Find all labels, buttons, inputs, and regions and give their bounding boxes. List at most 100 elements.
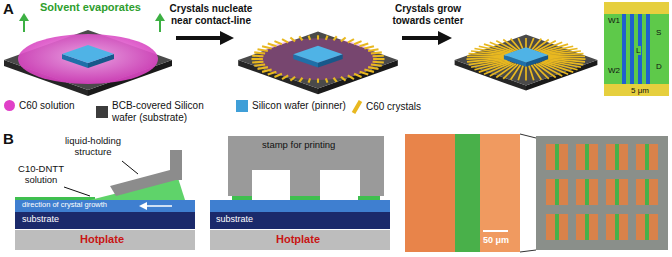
part-label: C10-DNTT solution [12,164,70,186]
device-pad [606,144,628,170]
substrate-top [4,30,172,90]
crystal-rod [309,36,311,40]
legend-entry: C60 solution [4,100,75,112]
device-pad [576,144,598,170]
legend-text: C60 crystals [366,101,421,113]
crystal-rod [467,58,506,62]
crystal-rod [299,78,302,82]
crystal-rod [252,58,263,60]
crystal-rod [360,72,369,75]
crystal-rod [326,78,328,82]
panel-letter: B [3,130,14,147]
layer-label: substrate [22,214,59,224]
legend-text: BCB-covered Silicon wafer (substrate) [112,100,230,123]
dimension-label: W2 [607,66,621,75]
scale-label: 5 μm [630,86,650,95]
step-three [455,35,598,91]
crystal-rod [373,61,384,64]
crystal-rod [348,39,354,43]
layer-label: Hotplate [80,233,124,246]
crystal-rod [326,36,328,40]
crystal-rod [252,61,263,64]
crystal-rod [282,39,288,43]
printed-micrograph [405,134,520,252]
crystal-rod [354,41,361,44]
pinner-top [62,45,114,63]
crystal-rod [354,74,361,77]
crystal-rod [546,56,585,58]
crystal-rod [268,43,277,46]
process-note: Solvent evaporates [40,1,141,14]
legend-text: Silicon wafer (pinner) [252,100,346,112]
crystal-rod [360,43,369,46]
crystal-rod [258,49,268,51]
solution-drop [18,34,158,84]
electrode-label: S [655,28,662,37]
crystal-rod [373,55,384,58]
device-pad [606,179,628,205]
scale-label: 50 μm [483,235,509,245]
crystal-rod [467,57,506,59]
process-arrow [176,31,234,45]
crystal-rod [371,65,382,66]
crystal-rod [282,75,288,79]
crystal-rod [341,37,346,41]
step-one [4,30,172,96]
crystal-rod [341,77,346,81]
crystal-rod [252,55,263,58]
crystal-rod [371,52,382,53]
device-pad [546,179,568,205]
legend-entry: Silicon wafer (pinner) [236,100,346,112]
device-pad [636,144,658,170]
crystal-rod [364,70,374,72]
device-pad [636,214,658,240]
crystal-rod [364,46,374,48]
layer-label: Hotplate [276,233,320,246]
panel-letter: A [3,0,14,17]
stamp-schematic [210,136,390,250]
crystal-rod [317,35,319,39]
evaporation-arrows [19,13,165,32]
crystal-rod [309,78,311,82]
crystal-rod [317,79,319,83]
zoom-lines [520,134,536,252]
legend-swatch [236,100,248,112]
device-pad [576,179,598,205]
dimension-label: L [635,46,641,55]
crystal-rod [262,70,272,72]
legend-swatch [96,106,108,118]
layer-label: substrate [216,214,253,224]
crystal-rod [274,41,281,44]
crystal-rod [290,37,295,41]
legend-swatch [352,100,362,114]
crystal-rod [334,36,337,40]
crystal-rod [258,67,268,69]
crystal-rod [334,78,337,82]
device-pad [576,214,598,240]
crystal-rod [254,65,265,66]
crystal-rod [546,54,584,56]
device-pad [636,179,658,205]
part-label: stamp for printing [262,140,335,151]
crystal-rod [368,49,378,51]
dimension-label: W1 [607,16,621,25]
crystal-rod [529,65,534,81]
legend-text: C60 solution [19,100,75,112]
crystal-rod [268,72,277,75]
device-pad [546,214,568,240]
crystal-rod [299,36,302,40]
crystal-rod [262,46,272,48]
crystal-rod [525,65,527,81]
crystal-rod [274,74,281,77]
crystal-rod [254,52,265,53]
legend-entry: BCB-covered Silicon wafer (substrate) [96,100,230,123]
legend-entry: C60 crystals [352,100,421,114]
step-two [238,31,398,94]
step-label: Crystals grow towards center [388,3,468,26]
crystal-rod [373,58,384,60]
direction-label: direction of crystal growth [22,201,107,210]
crystal-rod [290,77,295,81]
transistor-micrograph [604,2,669,96]
